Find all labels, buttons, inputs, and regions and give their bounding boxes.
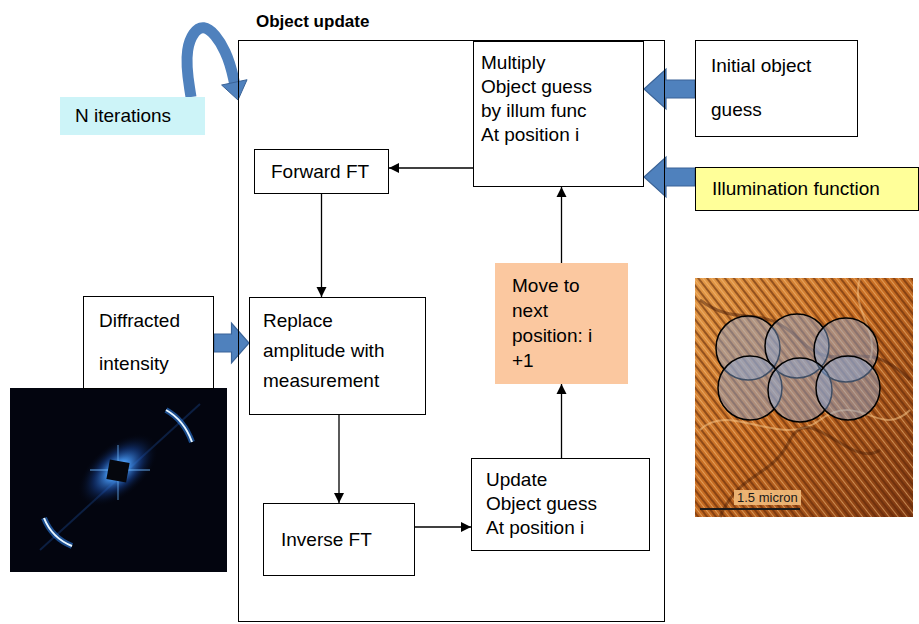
label-anchor: 1.5 micron bbox=[734, 488, 801, 506]
flow-arrow bbox=[339, 415, 340, 503]
afm-ground bbox=[695, 278, 913, 517]
diffraction-arc bbox=[166, 410, 192, 442]
block-arrow bbox=[644, 157, 695, 197]
scale-label: 1.5 micron bbox=[734, 490, 801, 505]
flow-line bbox=[321, 194, 322, 297]
block-arrow bbox=[644, 69, 695, 109]
box-label: Move to next position: i +1 bbox=[512, 273, 612, 373]
process-box: Replace amplitude with measurement bbox=[249, 297, 426, 415]
scale-bar bbox=[700, 508, 800, 510]
scan-position bbox=[816, 356, 880, 420]
input-box: Diffracted intensity bbox=[83, 296, 214, 389]
flow-line bbox=[415, 526, 471, 527]
box-label: Replace amplitude with measurement bbox=[263, 306, 403, 396]
block-arrow bbox=[214, 323, 249, 363]
flow-arrow bbox=[561, 384, 562, 458]
diffraction-arc bbox=[44, 518, 72, 546]
input-arrow bbox=[644, 157, 695, 197]
diffraction-pattern bbox=[10, 388, 227, 572]
box-label: N iterations bbox=[75, 105, 171, 127]
flow-arrow bbox=[389, 168, 473, 169]
iteration-note: N iterations bbox=[60, 97, 205, 135]
process-box: Multiply Object guess by illum func At p… bbox=[473, 41, 644, 187]
input-arrow bbox=[644, 69, 695, 109]
box-label: Inverse FT bbox=[281, 529, 372, 551]
box-label: Initial object guess bbox=[711, 44, 841, 132]
step-box: Move to next position: i +1 bbox=[495, 263, 628, 384]
flow-line bbox=[389, 167, 473, 168]
diffraction-streak bbox=[40, 404, 200, 550]
box-label: Illumination function bbox=[712, 178, 880, 200]
input-box: Illumination function bbox=[695, 167, 919, 211]
beam-stop bbox=[106, 459, 129, 482]
box-label: Forward FT bbox=[271, 161, 369, 183]
flow-arrow bbox=[415, 527, 471, 528]
input-box: Initial object guess bbox=[695, 40, 858, 137]
box-label: Update Object guess At position i bbox=[486, 468, 602, 540]
diffraction-ground bbox=[10, 388, 227, 572]
process-box: Update Object guess At position i bbox=[471, 458, 650, 551]
flow-line bbox=[561, 187, 562, 263]
afm-texture bbox=[695, 278, 913, 517]
frame-heading: Object update bbox=[256, 12, 369, 32]
process-box: Inverse FT bbox=[263, 503, 415, 576]
input-arrow bbox=[214, 323, 249, 363]
diffraction-arc bbox=[44, 518, 72, 546]
arrow-head bbox=[222, 80, 247, 100]
diffraction-arc bbox=[166, 410, 192, 442]
afm-ridge bbox=[720, 427, 880, 517]
flow-arrow bbox=[561, 187, 562, 263]
flow-arrow bbox=[321, 194, 322, 297]
process-box: Forward FT bbox=[254, 149, 389, 194]
box-label: Diffracted intensity bbox=[99, 299, 205, 385]
flow-line bbox=[561, 384, 562, 458]
process-frame: Object updateMultiply Object guess by il… bbox=[238, 40, 665, 622]
flow-line bbox=[338, 415, 339, 503]
diffraction-glow bbox=[65, 419, 172, 521]
afm-image bbox=[695, 278, 913, 517]
box-label: Multiply Object guess by illum func At p… bbox=[481, 51, 597, 147]
